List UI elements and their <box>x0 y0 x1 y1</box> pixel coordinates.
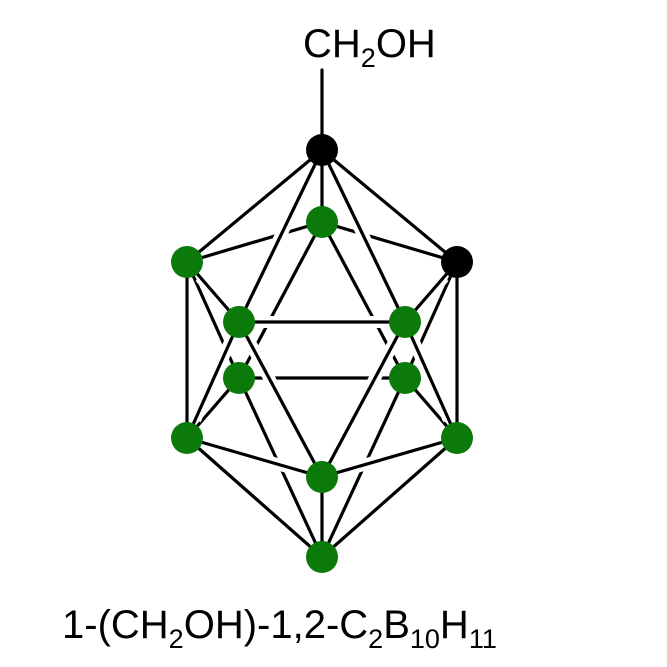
caption-sub-4: 11 <box>469 624 497 654</box>
substituent-tail: OH <box>376 22 436 66</box>
boron-atom-b4 <box>171 246 203 278</box>
substituent-label: CH2OH <box>303 22 436 73</box>
caption-sub-3: 10 <box>410 624 440 654</box>
carbon-atom-c2 <box>441 246 473 278</box>
formula-caption: 1-(CH2OH)-1,2-C2B10H11 <box>62 603 497 654</box>
bond-c1-b4 <box>185 148 324 264</box>
caption-sub-1: 2 <box>169 624 184 654</box>
caption-sub-2: 2 <box>368 624 383 654</box>
bond-c1-b5 <box>237 148 324 324</box>
bond-c2-b8 <box>403 260 459 380</box>
bond-c1-c2 <box>320 148 459 264</box>
caption-part-2: OH)-1,2-C <box>184 603 368 647</box>
bond-b10-b12 <box>320 436 459 559</box>
boron-atom-b11 <box>306 461 338 493</box>
caption-part-4: H <box>440 603 469 647</box>
boron-atom-b5 <box>223 306 255 338</box>
boron-atom-b7 <box>223 362 255 394</box>
caption-part-1: 1-(CH <box>62 603 169 647</box>
bond-b4-b7 <box>185 260 241 380</box>
substituent-main: CH <box>303 22 361 66</box>
atoms-group <box>171 134 473 573</box>
boron-atom-b6 <box>389 306 421 338</box>
substituent-subscript: 2 <box>361 43 376 73</box>
boron-atom-b9 <box>171 422 203 454</box>
boron-atom-b12 <box>306 541 338 573</box>
bond-b3-b4 <box>185 220 324 264</box>
bond-b9-b11 <box>185 436 324 479</box>
boron-atom-b8 <box>389 362 421 394</box>
bond-c1-b6 <box>320 148 407 324</box>
bond-b10-b11 <box>320 436 459 479</box>
bond-b9-b12 <box>185 436 324 559</box>
caption-part-3: B <box>383 603 410 647</box>
bond-b6-b10 <box>403 320 459 440</box>
boron-atom-b10 <box>441 422 473 454</box>
bond-b5-b11 <box>237 320 324 479</box>
bond-b3-c2 <box>320 220 459 264</box>
bond-b6-b11 <box>320 320 407 479</box>
boron-atom-b3 <box>306 206 338 238</box>
bond-b5-b9 <box>185 320 241 440</box>
carbon-atom-c1 <box>306 134 338 166</box>
